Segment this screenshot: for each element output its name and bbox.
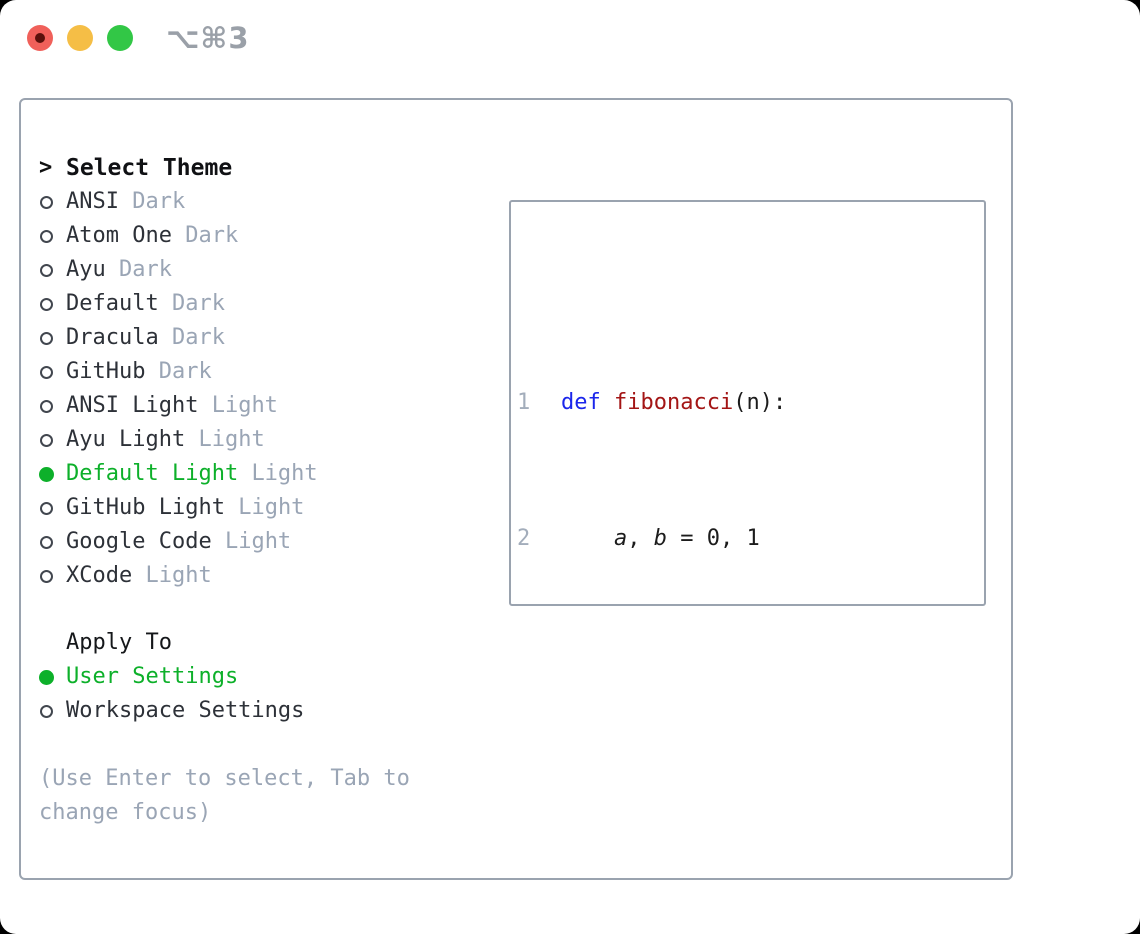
close-button-dot: [35, 33, 45, 43]
theme-option-name: Dracula: [66, 325, 159, 350]
theme-option[interactable]: Atom One Dark: [39, 219, 479, 253]
close-button[interactable]: [27, 25, 53, 51]
theme-option[interactable]: ANSI Light Light: [39, 389, 479, 423]
theme-option-variant: Light: [211, 393, 278, 418]
code-lines: 1 def fibonacci(n): 2 a, b = 0, 1 3 for …: [517, 318, 924, 604]
theme-option[interactable]: Ayu Dark: [39, 253, 479, 287]
theme-option[interactable]: Ayu Light Light: [39, 423, 479, 457]
theme-option-name: Google Code: [66, 529, 212, 554]
theme-option[interactable]: Default Light Light: [39, 457, 479, 491]
code-line: 2 a, b = 0, 1: [517, 522, 924, 556]
theme-option[interactable]: GitHub Light Light: [39, 491, 479, 525]
apply-to-list: User Settings Workspace Settings: [39, 660, 479, 728]
theme-option-name: Atom One: [66, 223, 172, 248]
theme-option-name: Default: [66, 291, 159, 316]
theme-option-variant: Light: [198, 427, 265, 452]
theme-option[interactable]: GitHub Dark: [39, 355, 479, 389]
theme-option-variant: Dark: [171, 325, 225, 350]
theme-option-variant: Light: [224, 529, 292, 554]
theme-option-name: User Settings: [66, 664, 239, 689]
titlebar: ⌥⌘3: [0, 0, 1140, 76]
code-preview: 1 def fibonacci(n): 2 a, b = 0, 1 3 for …: [517, 250, 924, 604]
theme-option[interactable]: ANSI Dark: [39, 185, 479, 219]
theme-option-name: GitHub Light: [66, 495, 225, 520]
theme-option-name: Ayu Light: [66, 427, 186, 452]
help-text: (Use Enter to select, Tab to change focu…: [39, 766, 410, 825]
theme-option-name: Workspace Settings: [66, 698, 305, 723]
theme-option-name: GitHub: [66, 359, 146, 384]
theme-option-variant: Dark: [158, 359, 212, 384]
prompt-icon: >: [39, 155, 53, 180]
theme-list: ANSI Dark Atom One Dark Ayu Dark Default…: [39, 185, 479, 593]
theme-option-variant: Light: [145, 563, 212, 588]
theme-option-variant: Light: [238, 495, 305, 520]
zoom-button[interactable]: [107, 25, 133, 51]
theme-option[interactable]: Default Dark: [39, 287, 479, 321]
theme-option[interactable]: Dracula Dark: [39, 321, 479, 355]
theme-option-name: Default Light: [66, 461, 239, 486]
theme-option-name: Ayu: [66, 257, 106, 282]
theme-option-variant: Dark: [132, 189, 186, 214]
theme-option[interactable]: Google Code Light: [39, 525, 479, 559]
theme-option-name: XCode: [66, 563, 133, 588]
theme-option[interactable]: Workspace Settings: [39, 694, 479, 728]
code-line: 1 def fibonacci(n):: [517, 386, 924, 420]
theme-option-variant: Dark: [119, 257, 172, 282]
theme-option[interactable]: XCode Light: [39, 559, 479, 593]
theme-option-name: ANSI: [66, 189, 119, 214]
theme-option-variant: Light: [251, 461, 318, 486]
theme-selector: > Select Theme ANSI Dark Atom One Dark A…: [39, 151, 479, 830]
minimize-button[interactable]: [67, 25, 93, 51]
line-number: 1: [517, 390, 531, 415]
apply-to-title: Apply To: [66, 630, 172, 655]
select-theme-title: Select Theme: [66, 155, 233, 181]
theme-option-name: ANSI Light: [66, 393, 199, 418]
theme-option[interactable]: User Settings: [39, 660, 479, 694]
window-shortcut-label: ⌥⌘3: [166, 21, 250, 55]
theme-option-variant: Dark: [185, 223, 239, 248]
apply-to-header: Apply To: [39, 626, 479, 660]
select-theme-header: > Select Theme: [39, 151, 479, 185]
line-number: 2: [517, 526, 531, 551]
theme-option-variant: Dark: [171, 291, 225, 316]
preview-box: 1 def fibonacci(n): 2 a, b = 0, 1 3 for …: [509, 200, 986, 606]
